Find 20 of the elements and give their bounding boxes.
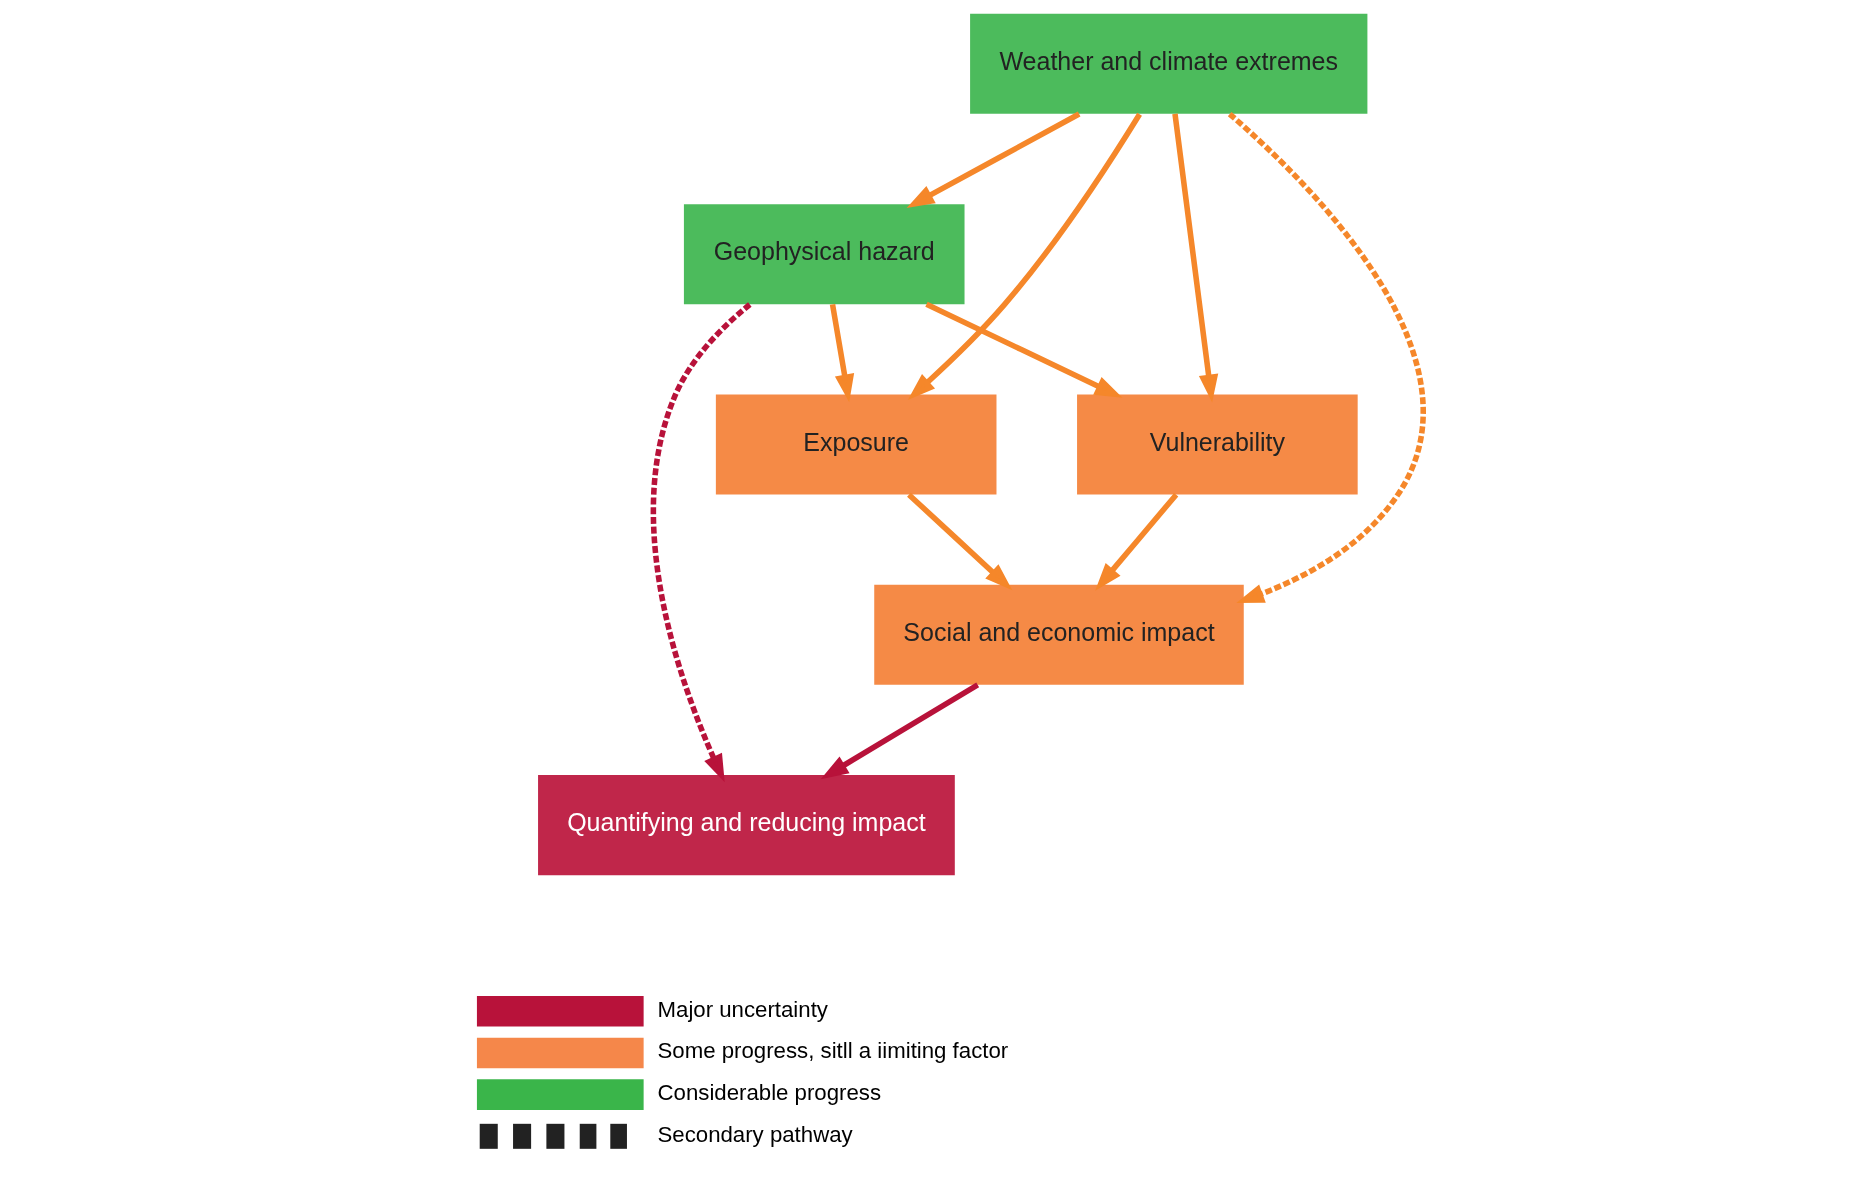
arrow — [1227, 111, 1425, 604]
node-box: Vulnerability — [1076, 394, 1358, 495]
arrow — [829, 303, 854, 403]
arrow — [906, 111, 1080, 208]
arrow — [1171, 113, 1218, 403]
node-box: Quantifying and reducing impact — [537, 775, 955, 876]
legend-label: Secondary pathway — [657, 1121, 853, 1147]
arrow — [906, 492, 1012, 591]
node-box: Weather and climate extremes — [969, 13, 1367, 114]
legend-label: Considerable progress — [657, 1079, 881, 1105]
legend-label: Major uncertainty — [657, 996, 828, 1022]
node-box: Exposure — [715, 394, 996, 495]
arrow — [924, 301, 1123, 398]
arrow — [907, 112, 1142, 400]
arrow — [1094, 492, 1178, 591]
node-box: Social and economic impact — [873, 584, 1244, 685]
node-box: Geophysical hazard — [683, 204, 965, 305]
arrow — [650, 302, 752, 783]
arrow — [820, 682, 979, 780]
legend-label: Some progress, sitll a iimiting factor — [657, 1038, 1008, 1064]
